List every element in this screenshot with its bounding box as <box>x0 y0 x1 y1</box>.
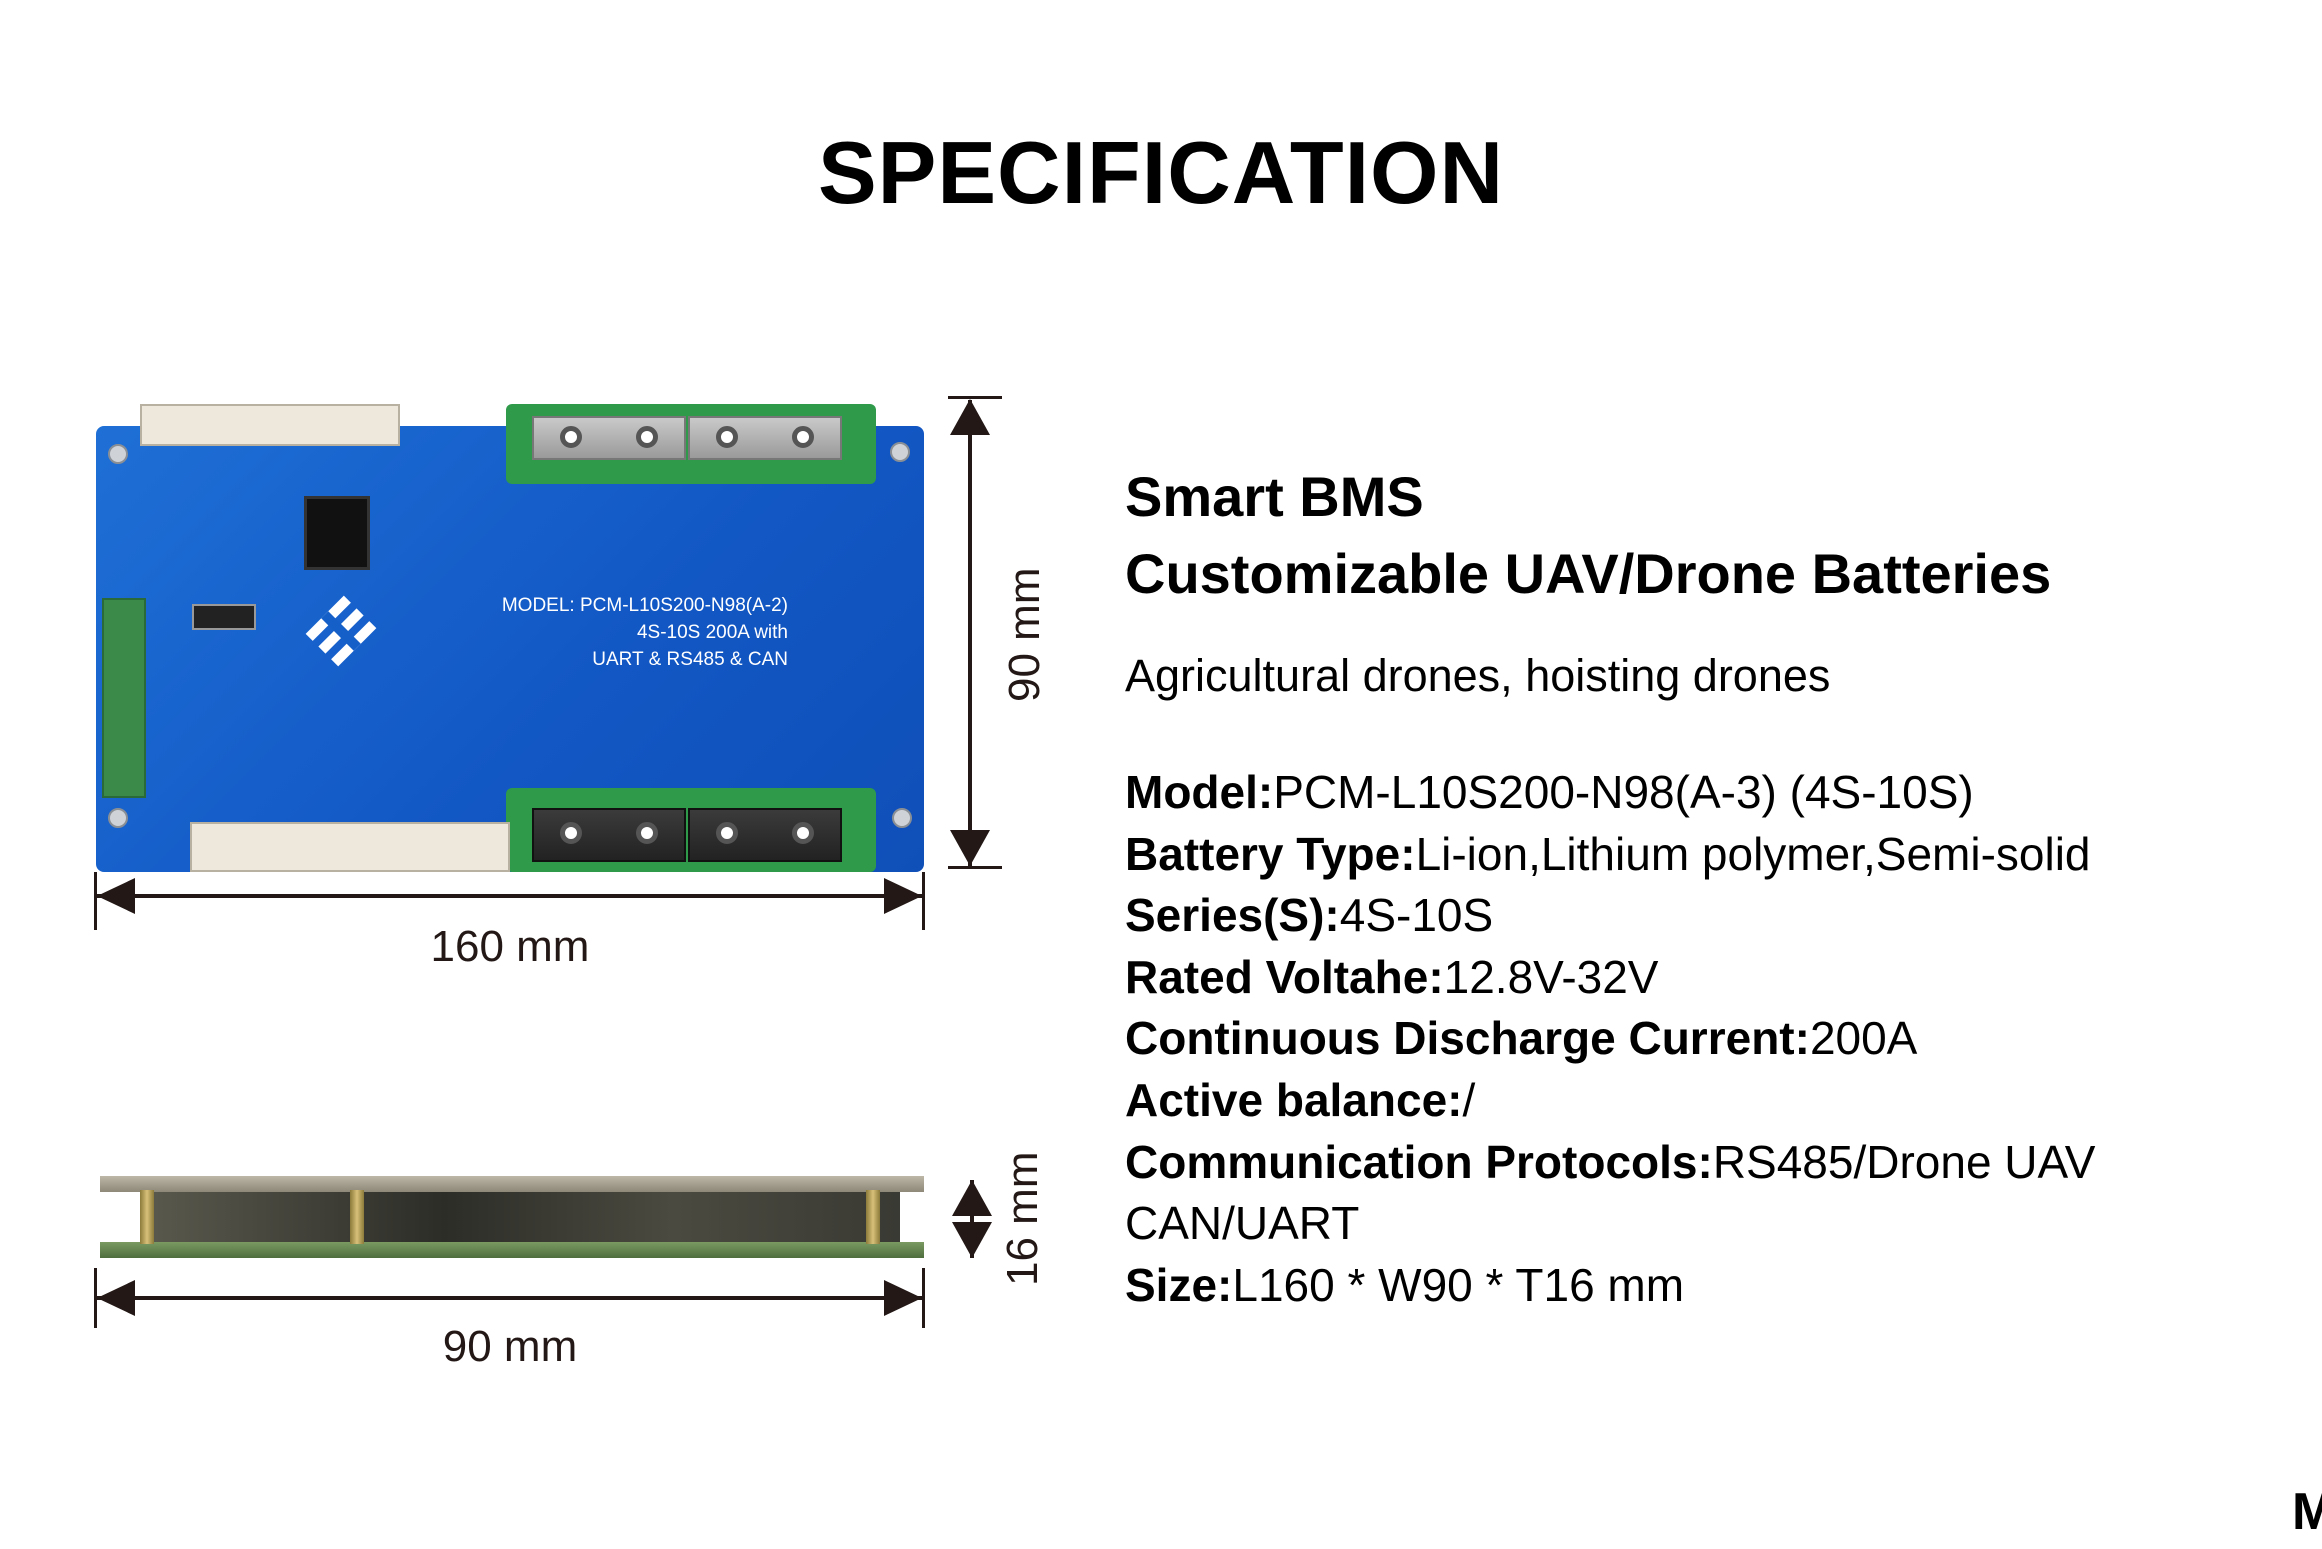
balance-connector-top <box>140 404 400 446</box>
spec-row-model: Model:PCM-L10S200-N98(A-3) (4S-10S) <box>1125 766 1974 818</box>
mount-screw <box>108 808 128 828</box>
arrow-left-icon <box>97 1280 135 1316</box>
bolt-hole <box>636 426 658 448</box>
side-width-dimension-line <box>96 1296 924 1300</box>
balance-connector-bottom <box>190 822 510 872</box>
top-length-label: 160 mm <box>430 922 590 971</box>
mount-screw <box>892 808 912 828</box>
arrow-right-icon <box>884 1280 922 1316</box>
bolt-hole <box>792 426 814 448</box>
arrow-down-icon <box>950 830 990 866</box>
dimension-tick <box>948 866 1002 869</box>
bolt-hole <box>560 426 582 448</box>
product-heading: Smart BMS Customizable UAV/Drone Batteri… <box>1125 458 2051 612</box>
spec-row-active-balance: Active balance:/ <box>1125 1073 1476 1126</box>
standoff <box>866 1190 880 1244</box>
bolt-hole <box>716 426 738 448</box>
port <box>192 604 256 630</box>
top-busbar-right <box>688 416 842 460</box>
side-top-plate <box>100 1176 924 1192</box>
spec-row-protocols-cont: CAN/UART <box>1125 1197 1360 1250</box>
thickness-dimension-line <box>970 1180 974 1258</box>
height-dimension-line <box>968 400 972 866</box>
arrow-left-icon <box>97 878 135 914</box>
dimension-tick <box>94 872 97 930</box>
side-components <box>140 1192 900 1244</box>
page-title: SPECIFICATION <box>817 123 1505 222</box>
mount-screw <box>890 442 910 462</box>
dimension-tick <box>948 396 1002 399</box>
corner-text-fragment: M <box>2292 1483 2322 1541</box>
arrow-down-icon <box>952 1222 992 1258</box>
spec-row-protocols: Communication Protocols:RS485/Drone UAV <box>1125 1135 2096 1188</box>
spec-row-discharge-current: Continuous Discharge Current:200A <box>1125 1012 1918 1065</box>
bms-board-side-view <box>100 1176 924 1260</box>
side-pcb <box>100 1242 924 1258</box>
application-subtitle: Agricultural drones, hoisting drones <box>1125 650 1831 701</box>
spec-row-rated-voltage: Rated Voltahe:12.8V-32V <box>1125 950 1659 1003</box>
top-width-label: 90 mm <box>1000 567 1049 702</box>
side-thickness-label: 16 mm <box>998 1151 1047 1286</box>
spec-row-battery-type: Battery Type:Li-ion,Lithium polymer,Semi… <box>1125 827 2091 880</box>
spec-row-series: Series(S):4S-10S <box>1125 889 1494 942</box>
bolt-hole <box>560 822 582 844</box>
spec-row-size: Size:L160 * W90 * T16 mm <box>1125 1258 1685 1311</box>
board-label-line: MODEL: PCM-L10S200-N98(A-2) <box>501 595 788 616</box>
side-width-label: 90 mm <box>442 1322 578 1371</box>
bolt-hole <box>636 822 658 844</box>
brand-logo-icon <box>305 595 377 667</box>
arrow-up-icon <box>950 399 990 435</box>
standoff <box>350 1190 364 1244</box>
dimension-tick <box>94 1268 97 1328</box>
standoff <box>140 1190 154 1244</box>
dimension-tick <box>922 872 925 930</box>
bms-board-top-view: MODEL: PCM-L10S200-N98(A-2) 4S-10S 200A … <box>96 404 924 872</box>
chip <box>304 496 370 570</box>
bottom-busbar-left <box>532 808 686 862</box>
bolt-hole <box>716 822 738 844</box>
mount-screw <box>108 444 128 464</box>
board-silkscreen-label: MODEL: PCM-L10S200-N98(A-2) 4S-10S 200A … <box>398 592 788 673</box>
heading-line-2: Customizable UAV/Drone Batteries <box>1125 542 2052 605</box>
spec-list: Model:PCM-L10S200-N98(A-3) (4S-10S) Batt… <box>1125 762 2095 1316</box>
heading-line-1: Smart BMS <box>1125 465 1424 528</box>
top-busbar-left <box>532 416 686 460</box>
board-label-line: UART & RS485 & CAN <box>592 649 788 670</box>
length-dimension-line <box>96 894 924 898</box>
arrow-right-icon <box>884 878 922 914</box>
bottom-busbar-right <box>688 808 842 862</box>
bolt-hole <box>792 822 814 844</box>
board-label-line: 4S-10S 200A with <box>636 622 788 643</box>
arrow-up-icon <box>952 1180 992 1216</box>
side-connector <box>102 598 146 798</box>
